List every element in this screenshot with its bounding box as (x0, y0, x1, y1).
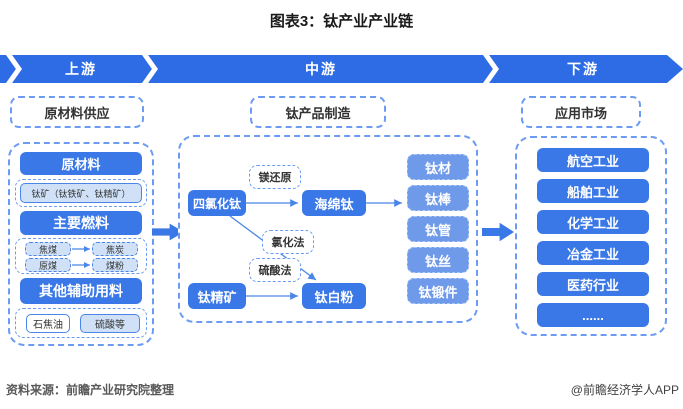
midstream-container: 四氯化钛 镁还原 海绵钛 氯化法 硫酸法 钛精矿 钛白粉 钛材 钛棒 钛管 钛丝… (178, 135, 478, 323)
node-coal-powder: 煤粉 (92, 258, 138, 272)
node-shipbuilding-industry: 船舶工业 (537, 179, 649, 203)
node-titanium-tube: 钛管 (407, 216, 469, 242)
node-titanium-wire: 钛丝 (407, 247, 469, 273)
node-raw-materials: 原材料 (20, 152, 142, 175)
chevron-separator-icon (142, 55, 158, 83)
node-sulfuric-acid: 硫酸等 (80, 314, 140, 333)
arrow-midstream-to-downstream-icon (482, 222, 514, 242)
fuel-group-box: 焦煤 焦炭 原煤 煤粉 (15, 238, 147, 274)
banner-segment-downstream: 下游 (567, 61, 599, 77)
node-titanium-tetrachloride: 四氯化钛 (188, 190, 246, 216)
label-sulfate-process: 硫酸法 (249, 258, 301, 282)
source-note: 资料来源：前瞻产业研究院整理 (6, 383, 175, 397)
fuel-arrows (72, 246, 90, 268)
node-raw-coal: 原煤 (25, 258, 71, 272)
node-titanium-forgings: 钛锻件 (407, 278, 469, 304)
watermark: @前瞻经济学人APP (570, 383, 679, 397)
node-titanium-concentrate: 钛精矿 (188, 283, 246, 309)
node-titanium-rod: 钛棒 (407, 185, 469, 211)
node-coke: 焦炭 (92, 242, 138, 256)
node-sponge-titanium: 海绵钛 (302, 190, 366, 216)
node-titanium-dioxide: 钛白粉 (302, 283, 366, 309)
downstream-container: 航空工业 船舶工业 化学工业 冶金工业 医药行业 ...... (515, 136, 667, 336)
header-application-market: 应用市场 (521, 96, 641, 128)
ore-group-box: 钛矿（钛铁矿、钛精矿） (15, 179, 147, 207)
node-coking-coal: 焦煤 (25, 242, 71, 256)
node-titanium-ore: 钛矿（钛铁矿、钛精矿） (20, 183, 142, 203)
page-title: 图表3：钛产业产业链 (269, 13, 414, 30)
node-titanium-material: 钛材 (407, 154, 469, 180)
label-chloride-process: 氯化法 (262, 230, 314, 254)
node-main-fuels: 主要燃料 (20, 211, 142, 235)
node-other-auxiliary-materials: 其他辅助用料 (20, 278, 142, 304)
banner-segment-upstream: 上游 (65, 61, 97, 77)
chevron-separator-icon (483, 55, 499, 83)
flow-banner: 上游 中游 下游 (0, 55, 683, 83)
node-other-markets: ...... (537, 303, 649, 327)
node-coal-tar: 石焦油 (26, 314, 70, 333)
node-pharmaceutical-industry: 医药行业 (537, 272, 649, 296)
upstream-container: 原材料 钛矿（钛铁矿、钛精矿） 主要燃料 焦煤 焦炭 原煤 煤粉 其他辅助用料 … (8, 142, 154, 346)
header-raw-material-supply: 原材料供应 (10, 96, 144, 128)
banner-segment-midstream: 中游 (305, 61, 337, 77)
node-chemical-industry: 化学工业 (537, 210, 649, 234)
label-magnesium-reduction: 镁还原 (249, 165, 301, 189)
header-titanium-product-manufacturing: 钛产品制造 (250, 96, 386, 128)
node-aviation-industry: 航空工业 (537, 148, 649, 172)
aux-group-box: 石焦油 硫酸等 (15, 308, 147, 338)
node-metallurgical-industry: 冶金工业 (537, 241, 649, 265)
